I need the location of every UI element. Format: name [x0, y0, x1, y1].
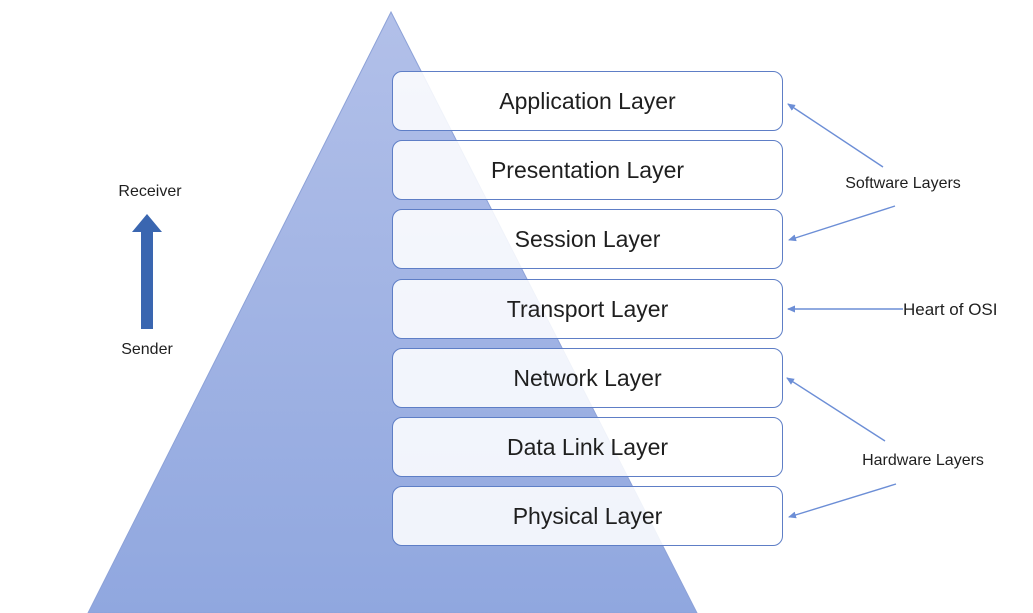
layer-box-physical: Physical Layer — [392, 486, 783, 546]
hardware-to-network-arrow-icon — [786, 377, 886, 442]
layer-label-transport: Transport Layer — [506, 295, 669, 322]
layer-label-network: Network Layer — [513, 364, 662, 391]
layer-box-application: Application Layer — [392, 71, 783, 131]
layer-box-session: Session Layer — [392, 209, 783, 269]
layer-label-application: Application Layer — [499, 87, 676, 114]
hardware-layers-label: Hardware Layers — [862, 452, 984, 469]
layer-label-datalink: Data Link Layer — [506, 433, 669, 460]
software-to-application-arrow-icon — [787, 103, 884, 168]
layer-label-physical: Physical Layer — [512, 502, 663, 529]
hardware-to-physical-arrow-icon — [788, 483, 897, 519]
layer-box-presentation: Presentation Layer — [392, 140, 783, 200]
heart-of-osi-label: Heart of OSI — [903, 300, 998, 319]
layer-box-network: Network Layer — [392, 348, 783, 408]
sender-label: Sender — [121, 341, 173, 358]
software-to-session-arrow-icon — [788, 205, 896, 242]
annotation-arrows — [786, 103, 903, 519]
layer-box-transport: Transport Layer — [392, 279, 783, 339]
receiver-label: Receiver — [118, 183, 182, 200]
layer-box-datalink: Data Link Layer — [392, 417, 783, 477]
software-layers-label: Software Layers — [845, 175, 961, 192]
sender-to-receiver-up-arrow-icon — [132, 214, 162, 329]
layer-label-presentation: Presentation Layer — [490, 156, 685, 183]
layer-label-session: Session Layer — [514, 225, 661, 252]
